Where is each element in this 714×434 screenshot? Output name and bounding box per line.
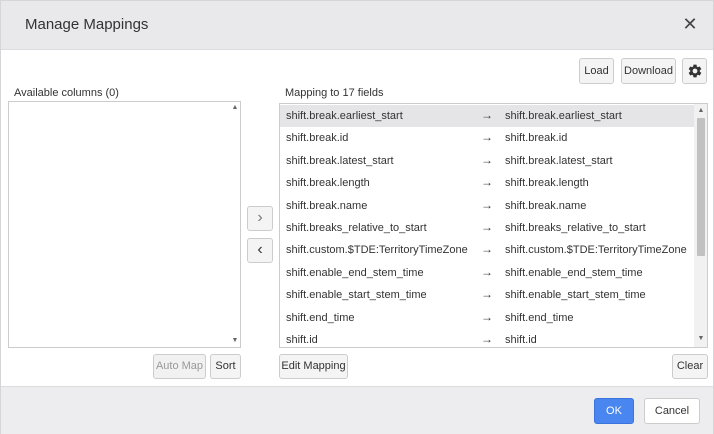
dialog-footer: OK Cancel — [1, 386, 713, 434]
arrow-right-icon: → — [481, 197, 493, 212]
scrollbar-thumb[interactable] — [697, 118, 705, 256]
mapping-row[interactable]: shift.id → shift.id — [280, 329, 694, 347]
settings-button[interactable] — [682, 58, 707, 84]
target-field: shift.breaks_relative_to_start — [505, 222, 646, 234]
target-field: shift.break.latest_start — [505, 154, 613, 167]
mapping-row[interactable]: shift.custom.$TDE:TerritoryTimeZone → shif… — [280, 239, 694, 261]
download-button[interactable]: Download — [621, 58, 676, 84]
source-field: shift.custom.$TDE:TerritoryTimeZone — [286, 244, 468, 257]
arrow-right-icon: → — [481, 175, 493, 190]
target-field: shift.break.length — [505, 177, 589, 190]
mapping-row[interactable]: shift.break.earliest_start → shift.break.e… — [280, 105, 694, 127]
scroll-down-icon[interactable]: ▼ — [231, 337, 239, 344]
source-field: shift.break.id — [286, 132, 349, 145]
arrow-right-icon: → — [481, 108, 493, 122]
arrow-right-icon: → — [481, 130, 493, 145]
arrow-right-icon: → — [481, 152, 493, 167]
target-field: shift.break.earliest_start — [505, 110, 622, 122]
mapping-row[interactable]: shift.enable_start_stem_time → shift.enabl… — [280, 284, 694, 306]
edit-mapping-button[interactable]: Edit Mapping — [279, 354, 348, 379]
move-left-button[interactable]: ‹ — [247, 238, 273, 263]
ok-button[interactable]: OK — [594, 398, 634, 424]
dialog-body: Load Download Available columns (0) ▲ ▼ … — [1, 50, 713, 386]
auto-map-button[interactable]: Auto Map — [153, 354, 206, 379]
source-field: shift.enable_end_stem_time — [286, 266, 424, 279]
target-field: shift.break.id — [505, 132, 568, 145]
chevron-left-icon: ‹ — [257, 241, 263, 258]
scroll-down-icon[interactable]: ▼ — [697, 335, 705, 342]
arrow-right-icon: → — [481, 220, 493, 234]
mapping-row[interactable]: shift.end_time → shift.end_time — [280, 307, 694, 329]
scroll-up-icon[interactable]: ▲ — [697, 107, 705, 114]
source-field: shift.id — [286, 334, 318, 346]
source-field: shift.break.name — [286, 199, 368, 212]
cancel-button[interactable]: Cancel — [644, 398, 700, 424]
load-button[interactable]: Load — [579, 58, 614, 84]
scroll-up-icon[interactable]: ▲ — [231, 104, 239, 111]
mapping-rows: shift.break.earliest_start → shift.break.e… — [280, 105, 694, 347]
available-columns-list[interactable]: ▲ ▼ — [8, 101, 241, 348]
mapping-row[interactable]: shift.break.id → shift.break.id — [280, 127, 694, 149]
source-field: shift.break.latest_start — [286, 154, 394, 167]
chevron-right-icon: › — [257, 209, 263, 226]
target-field: shift.custom.$TDE:TerritoryTimeZone — [505, 244, 687, 257]
arrow-right-icon: → — [481, 264, 493, 279]
target-field: shift.id — [505, 334, 537, 346]
target-field: shift.enable_start_stem_time — [505, 289, 646, 302]
close-icon[interactable]: ✕ — [682, 14, 698, 34]
source-field: shift.enable_start_stem_time — [286, 289, 427, 302]
source-field: shift.break.earliest_start — [286, 110, 403, 122]
dialog-header: Manage Mappings ✕ — [1, 1, 713, 50]
mapping-fields-label: Mapping to 17 fields — [285, 87, 384, 99]
clear-button[interactable]: Clear — [672, 354, 708, 379]
target-field: shift.break.name — [505, 199, 587, 212]
scrollbar[interactable]: ▲ ▼ — [694, 104, 707, 347]
target-field: shift.end_time — [505, 311, 574, 324]
source-field: shift.breaks_relative_to_start — [286, 222, 427, 234]
arrow-right-icon: → — [481, 287, 493, 302]
mapping-row[interactable]: shift.break.name → shift.break.name — [280, 195, 694, 217]
mapping-row[interactable]: shift.enable_end_stem_time → shift.enable_… — [280, 262, 694, 284]
mapping-row[interactable]: shift.break.latest_start → shift.break.lat… — [280, 150, 694, 172]
mapping-list[interactable]: shift.break.earliest_start → shift.break.e… — [279, 103, 708, 348]
mapping-row[interactable]: shift.break.length → shift.break.length — [280, 172, 694, 194]
move-right-button[interactable]: › — [247, 206, 273, 231]
arrow-right-icon: → — [481, 242, 493, 257]
mapping-row[interactable]: shift.breaks_relative_to_start → shift.bre… — [280, 217, 694, 239]
available-columns-label: Available columns (0) — [14, 87, 119, 99]
source-field: shift.end_time — [286, 311, 355, 324]
arrow-right-icon: → — [481, 332, 493, 346]
target-field: shift.enable_end_stem_time — [505, 266, 643, 279]
sort-button[interactable]: Sort — [210, 354, 241, 379]
source-field: shift.break.length — [286, 177, 370, 190]
arrow-right-icon: → — [481, 309, 493, 324]
dialog-title: Manage Mappings — [25, 16, 149, 33]
gear-icon — [688, 64, 702, 78]
